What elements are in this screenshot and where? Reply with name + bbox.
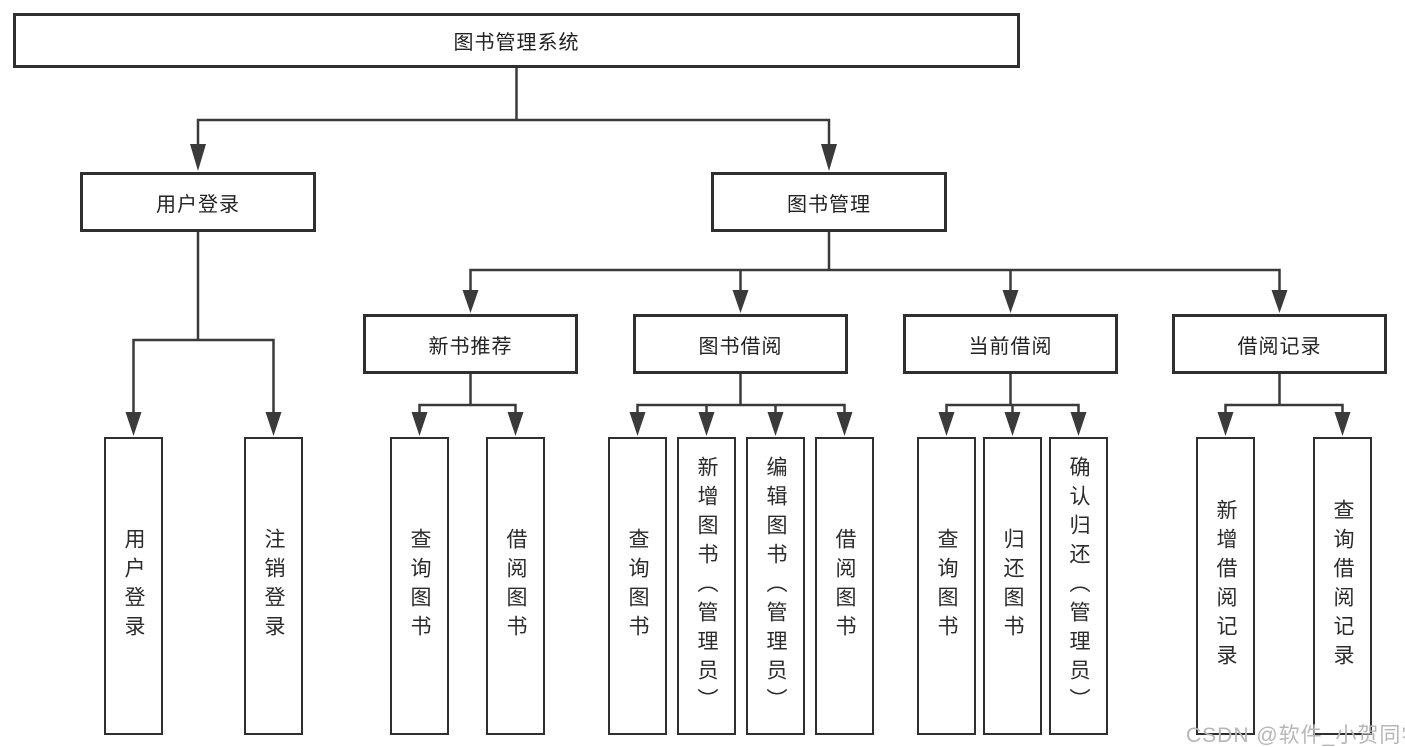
- node-user-login: 用户登录: [80, 172, 316, 232]
- leaf-edit-books-admin: 编辑图书（管理员）: [746, 437, 805, 735]
- leaf-label: 编辑图书（管理员）: [764, 455, 787, 717]
- leaf-borrow-books-2: 借阅图书: [815, 437, 874, 735]
- arrowhead: [1004, 412, 1021, 436]
- leaf-label: 借阅图书: [833, 528, 856, 644]
- arrowhead: [265, 412, 282, 436]
- leaf-query-borrow-record: 查询借阅记录: [1313, 437, 1372, 735]
- arrowhead: [767, 412, 784, 436]
- leaf-label: 查询图书: [935, 528, 958, 644]
- arrowhead: [836, 412, 853, 436]
- connector-borrow-records-to-children: [1224, 372, 1344, 418]
- node-book-borrow: 图书借阅: [633, 314, 848, 374]
- leaf-label: 注销登录: [262, 528, 285, 644]
- leaf-label: 用户登录: [122, 528, 145, 644]
- leaf-query-books-1: 查询图书: [390, 437, 449, 735]
- connector-new-book-recommend-to-children: [418, 372, 517, 418]
- leaf-query-books-3: 查询图书: [917, 437, 976, 735]
- leaf-label: 借阅图书: [504, 528, 527, 644]
- arrowhead: [411, 412, 428, 436]
- arrowhead: [938, 412, 955, 436]
- node-current-borrow: 当前借阅: [903, 314, 1118, 374]
- node-book-management: 图书管理: [711, 172, 947, 232]
- leaf-label: 查询图书: [626, 528, 649, 644]
- node-new-book-recommend: 新书推荐: [363, 314, 578, 374]
- leaf-borrow-books-1: 借阅图书: [486, 437, 545, 735]
- leaf-logout: 注销登录: [244, 437, 303, 735]
- arrowhead: [190, 144, 206, 171]
- leaf-confirm-return-admin: 确认归还（管理员）: [1049, 437, 1108, 735]
- leaf-query-books-2: 查询图书: [608, 437, 667, 735]
- arrowheads: [125, 144, 1351, 436]
- arrowhead: [1002, 290, 1019, 313]
- node-root: 图书管理系统: [13, 13, 1020, 68]
- arrowhead: [1070, 412, 1087, 436]
- arrowhead: [732, 290, 749, 313]
- arrowhead: [1334, 412, 1351, 436]
- connector-root-to-level2: [196, 66, 831, 150]
- arrowhead: [629, 412, 646, 436]
- connector-current-borrow-to-children: [945, 372, 1080, 418]
- arrowhead: [125, 412, 142, 436]
- leaf-label: 查询借阅记录: [1331, 499, 1354, 673]
- node-borrow-records: 借阅记录: [1172, 314, 1387, 374]
- leaf-add-borrow-record: 新增借阅记录: [1196, 437, 1255, 735]
- connector-user-login-to-children: [132, 230, 275, 418]
- arrowhead: [698, 412, 715, 436]
- arrowhead: [507, 412, 524, 436]
- arrowhead: [1217, 412, 1234, 436]
- leaf-label: 确认归还（管理员）: [1067, 455, 1090, 717]
- leaf-label: 新增借阅记录: [1214, 499, 1237, 673]
- leaf-user-login: 用户登录: [104, 437, 163, 735]
- connector-book-borrow-to-children: [636, 372, 846, 418]
- leaf-label: 新增图书（管理员）: [695, 455, 718, 717]
- arrowhead: [821, 144, 837, 171]
- csdn-watermark: CSDN @软件_小贺同学: [1186, 724, 1405, 747]
- connector-book-management-to-level3: [469, 230, 1281, 294]
- arrowhead: [462, 290, 479, 313]
- arrowhead: [1271, 290, 1288, 313]
- leaf-add-books-admin: 新增图书（管理员）: [677, 437, 736, 735]
- leaf-return-books: 归还图书: [983, 437, 1042, 735]
- leaf-label: 查询图书: [408, 528, 431, 644]
- leaf-label: 归还图书: [1001, 528, 1024, 644]
